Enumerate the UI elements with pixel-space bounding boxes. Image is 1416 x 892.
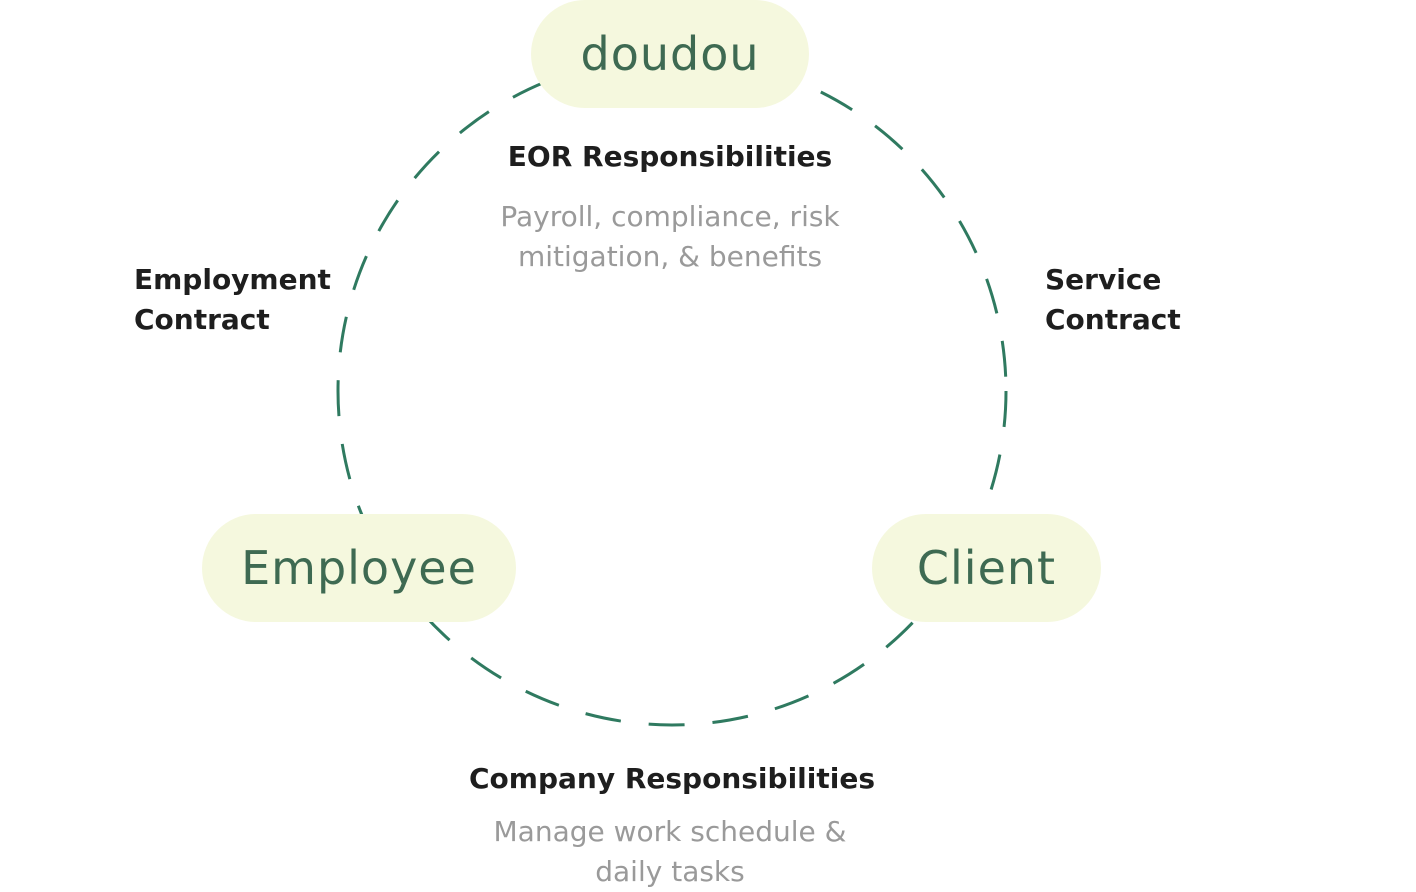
eor-responsibilities-title: EOR Responsibilities [507,140,833,173]
service-contract-line1: Service [1045,263,1162,296]
service-contract-line2: Contract [1045,303,1181,336]
node-doudou-label: doudou [580,27,760,81]
company-responsibilities-title: Company Responsibilities [469,762,875,795]
eor-responsibilities-line2: mitigation, & benefits [517,240,823,273]
employment-contract-line2: Contract [134,303,270,336]
node-client: Client [872,514,1101,622]
node-employee: Employee [202,514,516,622]
eor-responsibilities-line1: Payroll, compliance, risk [500,200,840,233]
company-responsibilities-line2: daily tasks [595,855,745,888]
company-responsibilities-line1: Manage work schedule & [493,815,847,848]
service-contract-label: Service Contract [1045,260,1181,340]
node-employee-label: Employee [241,541,477,595]
employment-contract-line1: Employment [134,263,331,296]
dashed-ring [336,55,1008,727]
employment-contract-label: Employment Contract [134,260,331,340]
node-client-label: Client [916,541,1057,595]
node-doudou: doudou [531,0,809,108]
